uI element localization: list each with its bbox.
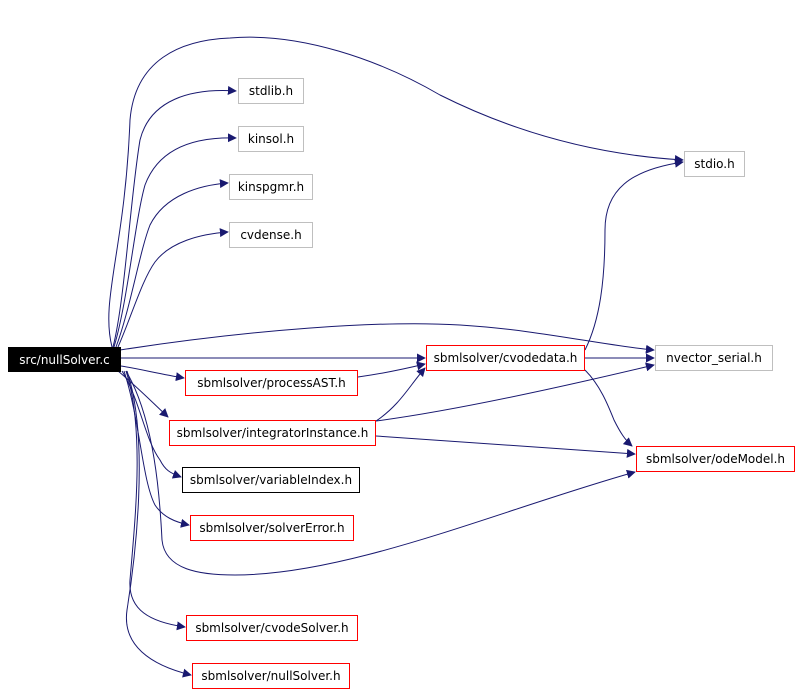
node-integratorInstance-h[interactable]: sbmlsolver/integratorInstance.h (169, 420, 376, 446)
edge-processAST-cvodedata (357, 361, 426, 378)
edge-root-solverError (123, 370, 190, 528)
edge-root-cvdense (117, 228, 229, 348)
node-nvector-serial-h[interactable]: nvector_serial.h (655, 345, 773, 371)
edge-root-variableIndex (121, 370, 182, 479)
node-solverError-h[interactable]: sbmlsolver/solverError.h (190, 515, 354, 541)
node-kinsol-h[interactable]: kinsol.h (238, 126, 304, 152)
edge-root-nvector-arc (119, 323, 655, 354)
edge-root-odeModel (125, 370, 636, 576)
node-odeModel-h[interactable]: sbmlsolver/odeModel.h (636, 446, 795, 472)
node-stdio-h[interactable]: stdio.h (684, 151, 745, 177)
edge-cvodedata-odeModel (584, 369, 633, 447)
edge-integrator-odeModel (375, 435, 636, 458)
node-cvodedata-h[interactable]: sbmlsolver/cvodedata.h (426, 345, 585, 371)
node-kinspgmr-h[interactable]: kinspgmr.h (229, 174, 313, 200)
edge-integrator-cvodedata (375, 367, 426, 422)
edge-root-nullSolver (125, 370, 192, 678)
edge-root-stdio (108, 36, 684, 348)
edge-root-kinspgmr (115, 179, 229, 348)
node-nullSolver-h[interactable]: sbmlsolver/nullSolver.h (192, 663, 350, 689)
node-processAST-h[interactable]: sbmlsolver/processAST.h (185, 370, 358, 396)
edge-cvodedata-stdio (584, 158, 684, 351)
node-variableIndex-h[interactable]: sbmlsolver/variableIndex.h (182, 467, 360, 493)
edge-root-kinsol (113, 133, 237, 348)
edge-root-stdlib (112, 85, 237, 348)
edge-root-cvodeSolver (125, 370, 186, 631)
node-stdlib-h[interactable]: stdlib.h (238, 78, 304, 104)
node-cvodeSolver-h[interactable]: sbmlsolver/cvodeSolver.h (186, 615, 358, 641)
edge-root-integrator (117, 370, 169, 418)
node-cvdense-h[interactable]: cvdense.h (229, 222, 313, 248)
edge-root-processAST (120, 365, 185, 382)
node-root-nullSolver-c: src/nullSolver.c (8, 347, 121, 372)
edge-integrator-nvector (375, 362, 655, 422)
